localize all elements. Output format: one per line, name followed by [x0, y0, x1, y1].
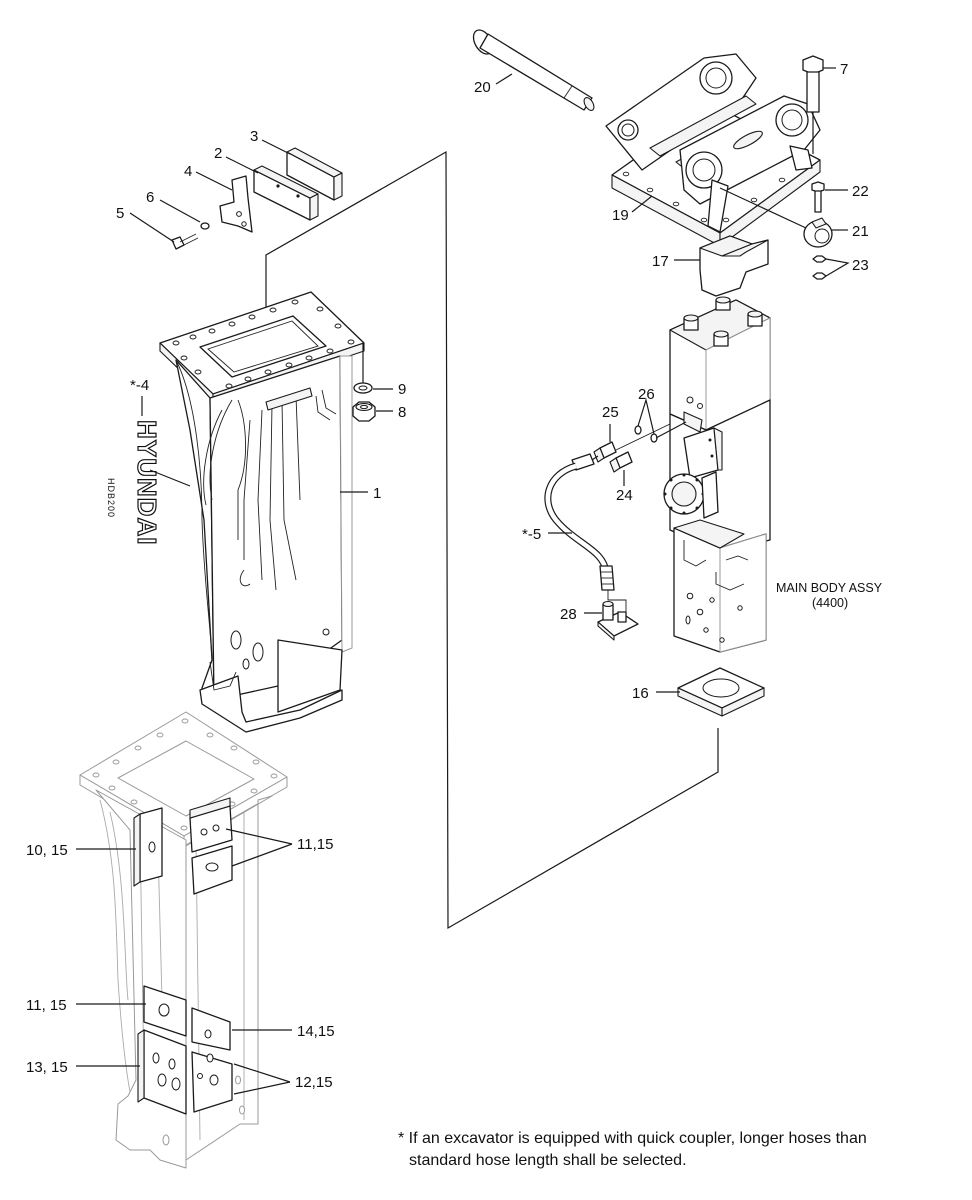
callout-24: 24	[616, 487, 633, 504]
callout-10-15: 10, 15	[26, 842, 68, 859]
callout-1: 1	[373, 485, 381, 502]
part-21-collar	[803, 217, 833, 248]
part-5-bolt	[171, 233, 199, 250]
fitting-center-line	[615, 423, 671, 451]
callout-26: 26	[638, 386, 655, 403]
leader-11-15-b	[231, 843, 293, 867]
leader-hose-fitting	[591, 455, 599, 461]
main-body-assembly	[663, 296, 771, 653]
callout-14-15: 14,15	[297, 1023, 335, 1040]
part-17-buffer	[699, 235, 769, 297]
part-11-plate-upper	[189, 797, 233, 853]
footnote: * If an excavator is equipped with quick…	[398, 1128, 968, 1172]
part-11-plate-lower	[191, 845, 233, 895]
part-24-fitting	[609, 451, 633, 473]
leader-26-body	[655, 421, 687, 439]
callout-17: 17	[652, 253, 669, 270]
part-13-plate	[137, 1029, 187, 1115]
part-7-bolt	[802, 55, 824, 113]
part-26-fittings	[634, 425, 658, 443]
callout-19: 19	[612, 207, 629, 224]
part-25-fitting	[593, 441, 617, 463]
part-1-housing	[159, 291, 365, 733]
assembly-line-housing-to-body	[265, 150, 719, 930]
part-10-plate	[133, 807, 163, 887]
leader-12-15-b	[233, 1081, 291, 1095]
leader-11-15-a	[225, 828, 293, 845]
leader-6	[159, 199, 201, 223]
leader-21-pin	[719, 187, 807, 229]
leader-19	[631, 195, 653, 213]
leader-5	[129, 212, 175, 243]
part-22-bolt	[811, 181, 825, 213]
main-body-code: (4400)	[812, 596, 848, 610]
callout-5-hose: *-5	[522, 526, 541, 543]
leader-26	[637, 397, 655, 435]
callout-7: 7	[840, 61, 848, 78]
part-3-plate	[286, 147, 343, 201]
callout-3: 3	[250, 128, 258, 145]
part-8-nut	[352, 401, 376, 422]
callout-21: 21	[852, 223, 869, 240]
part-4-bracket	[219, 175, 253, 233]
leader-12-15-a	[233, 1063, 291, 1083]
callout-11-15-lower: 11, 15	[26, 997, 67, 1014]
callout-20: 20	[474, 79, 491, 96]
leader-decal-housing	[149, 469, 191, 487]
callout-16: 16	[632, 685, 649, 702]
callout-4-decal: *-4	[130, 377, 149, 394]
part-11-plate-mid	[143, 985, 187, 1037]
callout-5: 5	[116, 205, 124, 222]
decal-brand-text: HYUNDAI	[132, 420, 162, 545]
callout-12-15: 12,15	[295, 1074, 333, 1091]
part-2-plate	[253, 165, 319, 221]
part-23-nuts	[812, 255, 827, 280]
leader-23	[825, 258, 850, 277]
part-12-plate	[191, 1051, 233, 1113]
footnote-line-2: standard hose length shall be selected.	[409, 1152, 687, 1169]
part-5-hose	[544, 453, 615, 591]
callout-8: 8	[398, 404, 406, 421]
decal-model-text: HDB200	[106, 478, 116, 518]
leader-28-hose	[607, 590, 627, 612]
housing-edge-line	[175, 359, 213, 661]
leader-2	[225, 156, 259, 174]
callout-2: 2	[214, 145, 222, 162]
footnote-line-1: * If an excavator is equipped with quick…	[398, 1130, 867, 1147]
callout-22: 22	[852, 183, 869, 200]
callout-11-15-upper: 11,15	[297, 836, 333, 853]
part-20-pin	[472, 29, 595, 111]
main-body-label: MAIN BODY ASSY	[776, 581, 883, 595]
callout-23: 23	[852, 257, 869, 274]
part-19-bracket	[605, 53, 821, 247]
callout-4: 4	[184, 163, 192, 180]
callout-25: 25	[602, 404, 619, 421]
leader-3	[261, 139, 291, 155]
callout-28: 28	[560, 606, 577, 623]
part-28-coupler	[597, 600, 639, 641]
part-9-washer	[353, 382, 373, 394]
part-14-plate	[191, 1007, 231, 1051]
part-16-pad	[677, 667, 765, 717]
leader-20	[495, 73, 513, 85]
part-6-washer	[200, 222, 210, 230]
callout-6: 6	[146, 189, 154, 206]
part-4-decal: HYUNDAI HDB200	[106, 419, 163, 546]
callout-9: 9	[398, 381, 406, 398]
callout-13-15: 13, 15	[26, 1059, 68, 1076]
leader-4	[195, 171, 233, 191]
